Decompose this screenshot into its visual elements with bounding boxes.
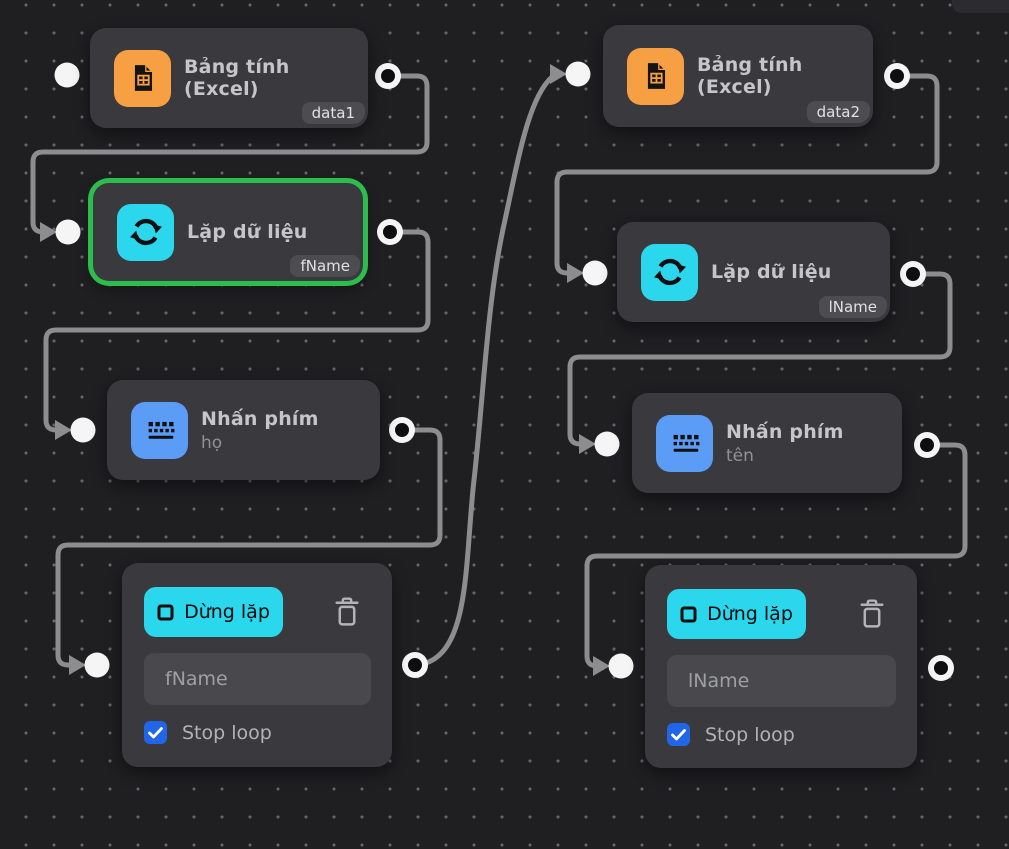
wire-data2-to-loop2[interactable] <box>554 73 940 276</box>
node-keypress-ten[interactable]: Nhấn phím tên <box>632 393 902 493</box>
wire-data1-to-loop1[interactable] <box>30 73 430 235</box>
stop-loop-button[interactable]: Dừng lặp <box>667 589 806 639</box>
port-input-keypress1[interactable] <box>70 417 96 443</box>
node-badge: fName <box>290 255 360 277</box>
port-input-data1[interactable] <box>54 62 80 88</box>
port-input-loop1[interactable] <box>55 219 81 245</box>
node-subtitle: họ <box>201 432 223 453</box>
node-badge: lName <box>818 296 887 318</box>
stop-icon <box>157 604 174 620</box>
stop-loop-button-label: Dừng lặp <box>184 601 270 623</box>
port-output-keypress1[interactable] <box>389 417 415 443</box>
arrowhead-data2-input <box>550 64 567 84</box>
node-badge: data2 <box>806 101 870 123</box>
port-input-data2[interactable] <box>565 61 591 87</box>
wire-stop1-to-data2[interactable] <box>425 75 554 666</box>
trash-icon[interactable] <box>857 598 887 634</box>
keyboard-icon <box>131 401 188 459</box>
port-output-loop2[interactable] <box>900 261 926 287</box>
spreadsheet-icon <box>114 49 171 107</box>
node-stop-loop-fname[interactable]: Dừng lặp Stop loop <box>122 563 392 767</box>
spreadsheet-icon <box>627 47 684 105</box>
port-output-keypress2[interactable] <box>914 432 940 458</box>
loop-name-input[interactable] <box>144 653 371 705</box>
node-spreadsheet-data2[interactable]: Bảng tính (Excel) data2 <box>603 25 873 127</box>
port-output-stop2[interactable] <box>928 655 954 681</box>
wire-keypress1-to-stop1[interactable] <box>55 427 443 668</box>
trash-icon[interactable] <box>332 596 362 632</box>
node-badge: data1 <box>301 102 365 124</box>
arrowhead-loop1-input <box>40 222 57 242</box>
checkmark-icon <box>148 726 163 738</box>
arrowhead-stop1-input <box>69 655 86 675</box>
port-input-stop2[interactable] <box>608 653 634 679</box>
stop-icon <box>680 606 697 622</box>
stop-loop-checkbox-label: Stop loop <box>182 721 272 744</box>
offscreen-panel-edge <box>952 0 1009 13</box>
keyboard-icon <box>656 414 713 472</box>
node-title: Nhấn phím <box>726 420 844 443</box>
node-stop-loop-lname[interactable]: Dừng lặp Stop loop <box>645 565 917 768</box>
arrowhead-stop2-input <box>593 656 610 676</box>
port-output-stop1[interactable] <box>402 652 428 678</box>
arrowhead-group <box>40 64 610 676</box>
node-keypress-ho[interactable]: Nhấn phím họ <box>107 380 380 480</box>
node-subtitle: tên <box>726 445 754 466</box>
node-spreadsheet-data1[interactable]: Bảng tính (Excel) data1 <box>90 28 368 128</box>
loop-icon <box>117 203 174 261</box>
port-output-loop1[interactable] <box>377 219 403 245</box>
node-title: Lặp dữ liệu <box>711 261 832 283</box>
wire-loop2-to-keypress2[interactable] <box>567 271 953 447</box>
port-group <box>54 61 954 681</box>
wire-keypress2-to-stop2[interactable] <box>584 442 968 669</box>
node-loop-lname[interactable]: Lặp dữ liệu lName <box>617 222 890 322</box>
wire-group <box>30 73 968 669</box>
node-title: Bảng tính (Excel) <box>184 56 290 100</box>
stop-loop-button-label: Dừng lặp <box>707 603 793 625</box>
port-output-data2[interactable] <box>884 63 910 89</box>
stop-loop-checkbox-label: Stop loop <box>705 723 795 746</box>
node-title: Bảng tính (Excel) <box>697 54 803 98</box>
loop-icon <box>641 243 698 301</box>
wire-loop1-to-keypress1[interactable] <box>43 229 431 433</box>
stop-loop-checkbox[interactable] <box>144 721 167 744</box>
port-output-data1[interactable] <box>375 63 401 89</box>
arrowhead-keypress2-input <box>579 434 596 454</box>
port-input-keypress2[interactable] <box>594 431 620 457</box>
node-title: Lặp dữ liệu <box>187 221 308 243</box>
arrowhead-loop2-input <box>567 263 584 283</box>
checkmark-icon <box>671 728 686 740</box>
stop-loop-button[interactable]: Dừng lặp <box>144 587 283 637</box>
port-input-stop1[interactable] <box>84 652 110 678</box>
stop-loop-checkbox[interactable] <box>667 723 690 746</box>
arrowhead-keypress1-input <box>55 420 72 440</box>
port-input-loop2[interactable] <box>582 260 608 286</box>
node-loop-fname[interactable]: Lặp dữ liệu fName <box>93 183 363 281</box>
node-title: Nhấn phím <box>201 407 319 430</box>
loop-name-input[interactable] <box>667 655 896 707</box>
